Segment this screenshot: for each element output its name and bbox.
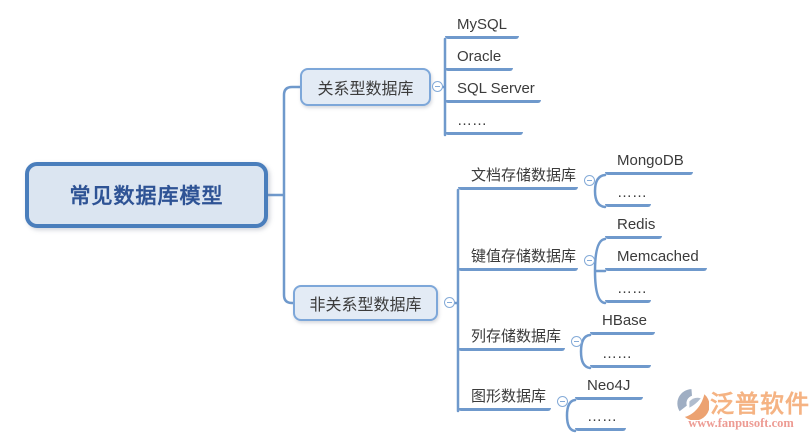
leaf-label: …… [617, 184, 647, 201]
leaf-ellipsis-document[interactable]: …… [605, 182, 651, 207]
minus-glyph [587, 179, 592, 182]
collapse-icon[interactable] [584, 175, 595, 186]
collapse-icon[interactable] [584, 255, 595, 266]
leaf-sql-server[interactable]: SQL Server [445, 78, 541, 103]
leaf-mongodb[interactable]: MongoDB [605, 150, 693, 175]
minus-glyph [447, 301, 452, 304]
leaf-label: SQL Server [457, 80, 535, 97]
leaf-ellipsis-column[interactable]: …… [590, 343, 651, 368]
bracket-relational-children [441, 37, 447, 137]
leaf-label: Memcached [617, 248, 699, 265]
leaf-ellipsis-keyvalue[interactable]: …… [605, 278, 651, 303]
collapse-icon[interactable] [444, 297, 455, 308]
collapse-icon[interactable] [557, 396, 568, 407]
subtopic-label: 列存储数据库 [471, 328, 562, 345]
leaf-label: HBase [602, 312, 648, 329]
leaf-label: Oracle [457, 48, 502, 65]
minus-glyph [587, 259, 592, 262]
branch-nonrelational-label: 非关系型数据库 [309, 297, 422, 314]
leaf-label: MySQL [457, 16, 508, 33]
leaf-label: MongoDB [617, 152, 684, 169]
leaf-mysql[interactable]: MySQL [445, 14, 519, 39]
brace-document-store-children [593, 173, 607, 209]
collapse-icon[interactable] [432, 81, 443, 92]
branch-relational-label: 关系型数据库 [317, 81, 414, 98]
root-node[interactable]: 常见数据库模型 [25, 162, 268, 228]
watermark: 泛普软件 www.fanpusoft.com [672, 383, 810, 435]
subtopic-column-store[interactable]: 列存储数据库 [458, 326, 565, 351]
leaf-label: …… [617, 280, 647, 297]
leaf-label: Redis [617, 216, 656, 233]
connector-root-to-branches [266, 85, 302, 305]
subtopic-label: 文档存储数据库 [471, 167, 577, 184]
collapse-icon[interactable] [571, 336, 582, 347]
leaf-neo4j[interactable]: Neo4J [575, 375, 643, 400]
leaf-label: …… [602, 345, 632, 362]
branch-node-nonrelational[interactable]: 非关系型数据库 [293, 285, 438, 321]
brace-keyvalue-store-children [593, 237, 607, 305]
minus-glyph [574, 340, 579, 343]
subtopic-keyvalue-store[interactable]: 键值存储数据库 [458, 246, 578, 271]
leaf-label: Neo4J [587, 377, 631, 394]
leaf-ellipsis-relational[interactable]: …… [445, 110, 523, 135]
root-node-label: 常见数据库模型 [69, 185, 224, 208]
leaf-oracle[interactable]: Oracle [445, 46, 513, 71]
bracket-nonrelational-children [453, 188, 460, 413]
brand-url: www.fanpusoft.com [688, 416, 794, 430]
minus-glyph [560, 400, 565, 403]
subtopic-document-store[interactable]: 文档存储数据库 [458, 165, 578, 190]
brace-column-store-children [579, 333, 592, 370]
subtopic-label: 图形数据库 [471, 388, 547, 405]
leaf-redis[interactable]: Redis [605, 214, 662, 239]
leaf-ellipsis-graph[interactable]: …… [575, 406, 626, 431]
subtopic-graph-db[interactable]: 图形数据库 [458, 386, 551, 411]
branch-node-relational[interactable]: 关系型数据库 [300, 68, 431, 106]
leaf-memcached[interactable]: Memcached [605, 246, 707, 271]
leaf-label: …… [587, 408, 617, 425]
brace-graph-db-children [565, 398, 577, 433]
leaf-hbase[interactable]: HBase [590, 310, 655, 335]
subtopic-label: 键值存储数据库 [471, 248, 577, 265]
brand-logo-icon [677, 389, 709, 420]
brand-name: 泛普软件 [710, 391, 810, 418]
minus-glyph [435, 85, 440, 88]
leaf-label: …… [457, 112, 487, 129]
